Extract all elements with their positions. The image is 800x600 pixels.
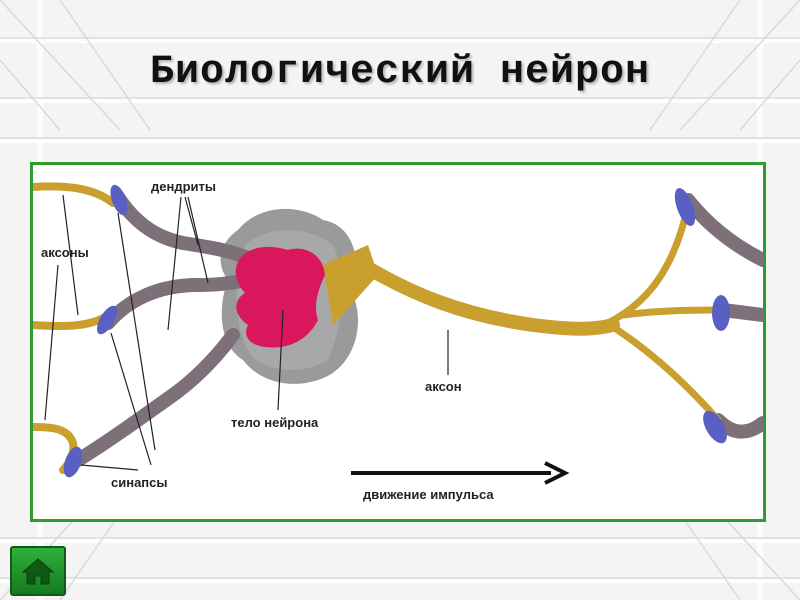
label-axon: аксон <box>425 379 462 394</box>
synapse-left-middle <box>96 305 118 335</box>
axon-branch-bottom <box>609 323 722 424</box>
neuron-nucleus <box>235 246 325 348</box>
label-dendrites: дендриты <box>151 179 216 194</box>
neuron-diagram-frame: дендриты аксоны синапсы тело нейрона акс… <box>30 162 766 522</box>
label-cell-body: тело нейрона <box>231 415 319 430</box>
slide-title: Биологический нейрон <box>149 50 651 95</box>
synapses-group <box>63 184 730 478</box>
label-synapses: синапсы <box>111 475 168 490</box>
dendrites-group <box>71 190 763 467</box>
synapse-right-middle <box>712 295 730 331</box>
synapse-right-top <box>674 188 696 226</box>
synapse-left-top <box>110 184 128 216</box>
synapse-left-bottom <box>63 446 83 478</box>
dendrite-right-top <box>681 193 763 267</box>
axon-branch-top <box>604 201 692 327</box>
main-axon-group <box>323 201 727 424</box>
impulse-arrow <box>351 461 570 485</box>
label-impulse-direction: движение импульса <box>363 487 494 502</box>
home-button[interactable] <box>10 546 66 596</box>
main-axon <box>356 258 620 336</box>
axon-branch-middle <box>619 306 727 319</box>
dendrite-lower <box>71 328 240 467</box>
dendrite-upper <box>111 190 252 264</box>
incoming-axon-top <box>33 182 117 207</box>
incoming-axon-middle <box>33 313 109 331</box>
synapse-right-bottom <box>703 410 727 444</box>
leader-lines <box>44 194 449 471</box>
neuron-diagram: дендриты аксоны синапсы тело нейрона акс… <box>33 179 763 502</box>
label-axons: аксоны <box>41 245 89 260</box>
dendrite-middle <box>101 273 252 330</box>
home-icon <box>21 558 55 585</box>
